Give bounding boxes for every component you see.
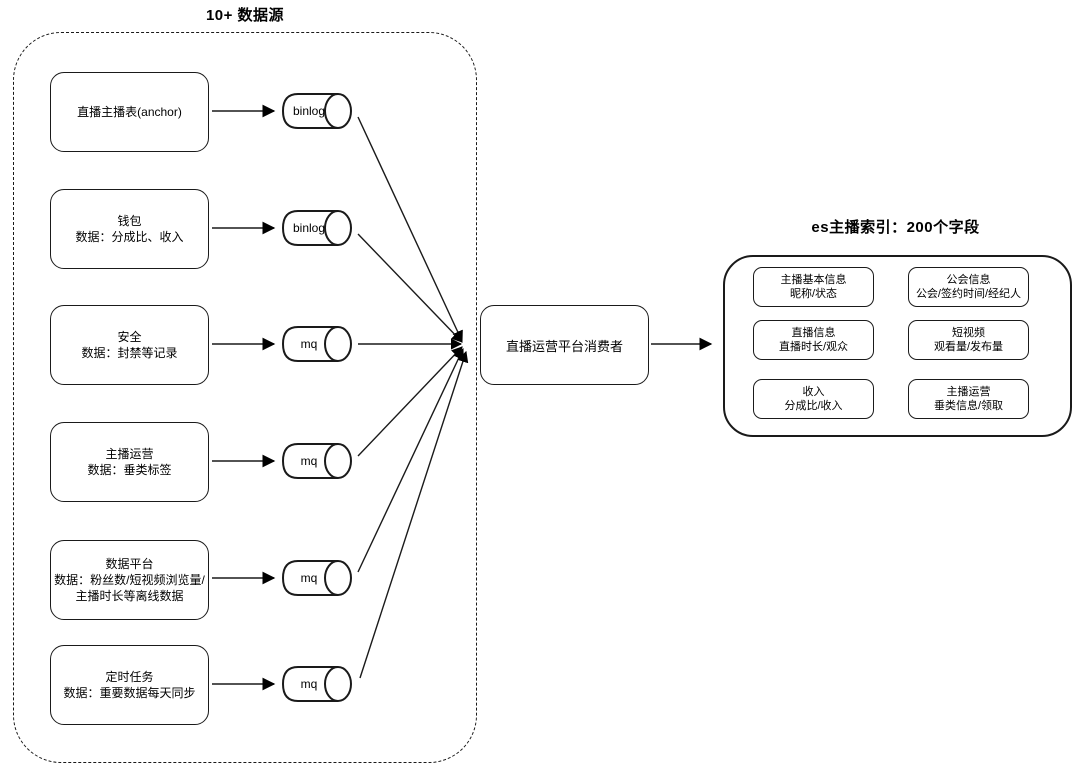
source-box-label: 钱包 数据：分成比、收入 [75,214,184,244]
source-box-label: 数据平台 数据：粉丝数/短视频浏览量/ 主播时长等离线数据 [54,557,205,603]
source-box-scheduled-task: 定时任务 数据：重要数据每天同步 [50,645,209,725]
converge-line-2 [357,233,463,343]
converge-line-6 [359,350,469,679]
field-box-label: 主播运营 垂类信息/领取 [933,386,1004,412]
field-box-label: 直播信息 直播时长/观众 [778,327,849,353]
converge-line-5 [357,347,464,573]
data-sources-title: 10+ 数据源 [205,7,285,24]
field-box-guild-info: 公会信息 公会/签约时间/经纪人 [908,267,1029,307]
consumer-label: 直播运营平台消费者 [505,338,623,354]
field-box-label: 公会信息 公会/签约时间/经纪人 [915,274,1022,300]
converge-line-4 [357,346,463,457]
source-box-security: 安全 数据：封禁等记录 [50,305,209,385]
queue-label: mq [300,571,318,585]
field-box-income: 收入 分成比/收入 [753,379,874,419]
field-box-label: 主播基本信息 昵称/状态 [780,274,847,300]
source-box-label: 定时任务 数据：重要数据每天同步 [63,670,196,700]
es-index-title: es主播索引：200个字段 [811,219,980,236]
queue-cylinder-icon [281,443,352,479]
field-box-label: 短视频 观看量/发布量 [933,327,1004,353]
field-box-label: 收入 分成比/收入 [784,386,843,412]
source-box-label: 直播主播表(anchor) [77,105,182,119]
source-to-queue-arrows [212,104,276,691]
queue-label: binlog [292,221,326,235]
field-box-short-video: 短视频 观看量/发布量 [908,320,1029,360]
queue-label: mq [300,454,318,468]
field-box-anchor-operation: 主播运营 垂类信息/领取 [908,379,1029,419]
field-box-basic-info: 主播基本信息 昵称/状态 [753,267,874,307]
converge-line-1 [357,116,463,343]
data-sources-group [13,32,477,763]
source-box-anchor-table: 直播主播表(anchor) [50,72,209,152]
queue-cylinder-icon [281,666,352,702]
source-box-data-platform: 数据平台 数据：粉丝数/短视频浏览量/ 主播时长等离线数据 [50,540,209,620]
source-box-anchor-operation: 主播运营 数据：垂类标签 [50,422,209,502]
consumer-box: 直播运营平台消费者 [480,305,649,385]
queue-shapes [281,93,352,702]
queue-cylinder-icon [281,560,352,596]
source-box-label: 安全 数据：封禁等记录 [81,330,178,360]
queue-cylinder-icon [281,210,352,246]
queue-label: binlog [292,104,326,118]
queue-to-consumer-lines [357,116,469,679]
queue-label: mq [300,677,318,691]
queue-label: mq [300,337,318,351]
queue-cylinder-icon [281,326,352,362]
queue-cylinder-icon [281,93,352,129]
source-box-wallet: 钱包 数据：分成比、收入 [50,189,209,269]
source-box-label: 主播运营 数据：垂类标签 [87,447,172,477]
field-box-live-info: 直播信息 直播时长/观众 [753,320,874,360]
